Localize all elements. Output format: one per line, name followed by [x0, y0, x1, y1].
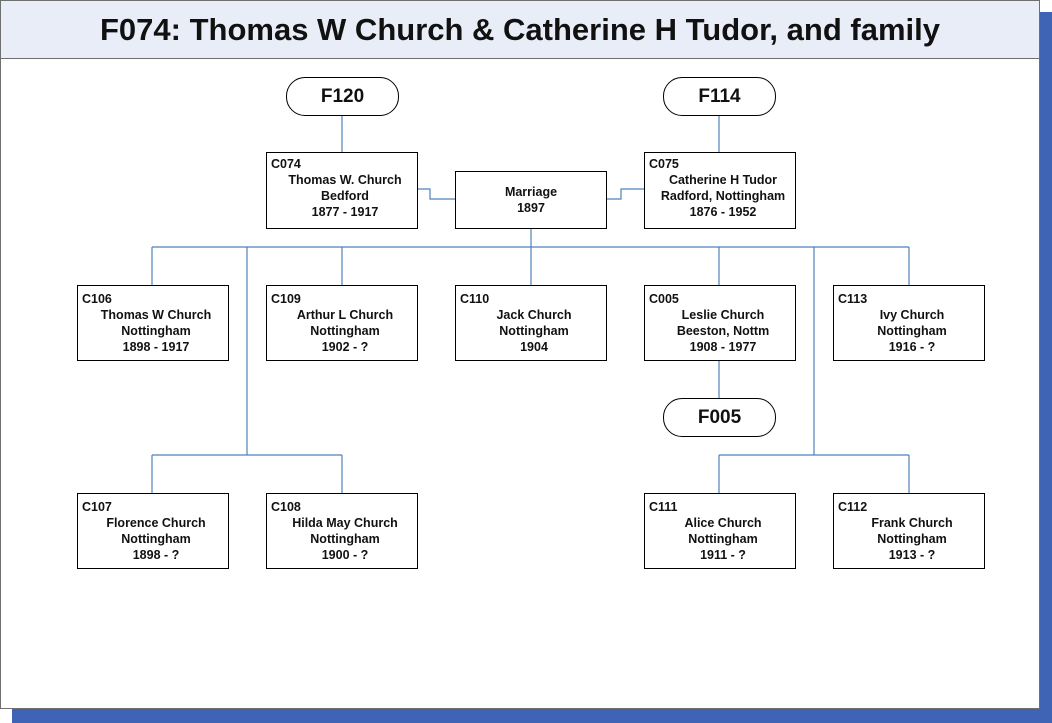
- person-name: Leslie Church: [681, 308, 765, 322]
- marriage-year: 1897: [517, 201, 545, 215]
- person-dates: 1908 - 1977: [689, 340, 757, 354]
- person-place: Nottingham: [121, 532, 191, 546]
- person-name: Thomas W Church: [100, 308, 212, 322]
- person-id: C111: [649, 500, 678, 514]
- person-name: Ivy Church: [879, 308, 945, 322]
- person-dates: 1877 - 1917: [311, 205, 379, 219]
- person-box-c112[interactable]: C112 Frank Church Nottingham 1913 - ?: [833, 493, 985, 569]
- person-box-c108[interactable]: C108 Hilda May Church Nottingham 1900 - …: [266, 493, 418, 569]
- person-id: C106: [82, 292, 112, 306]
- person-place: Nottingham: [688, 532, 758, 546]
- person-box-c106[interactable]: C106 Thomas W Church Nottingham 1898 - 1…: [77, 285, 229, 361]
- person-name: Alice Church: [684, 516, 762, 530]
- person-id: C074: [271, 157, 301, 171]
- person-box-c107[interactable]: C107 Florence Church Nottingham 1898 - ?: [77, 493, 229, 569]
- person-place: Bedford: [321, 189, 369, 203]
- person-dates: 1900 - ?: [321, 548, 369, 562]
- person-place: Radford, Nottingham: [660, 189, 786, 203]
- connector-lines: [151, 115, 910, 493]
- person-dates: 1876 - 1952: [689, 205, 757, 219]
- marriage-box[interactable]: Marriage 1897: [455, 171, 607, 229]
- person-dates: 1911 - ?: [700, 548, 746, 562]
- person-name: Frank Church: [871, 516, 953, 530]
- person-name: Arthur L Church: [296, 308, 394, 322]
- person-id: C108: [271, 500, 301, 514]
- connector-father-marriage: [417, 188, 456, 200]
- person-dates: 1916 - ?: [888, 340, 936, 354]
- person-dates: 1904: [520, 340, 548, 354]
- person-name: Jack Church: [496, 308, 572, 322]
- person-name: Thomas W. Church: [288, 173, 402, 187]
- person-id: C110: [460, 292, 490, 306]
- diagram-page: F074: Thomas W Church & Catherine H Tudo…: [0, 0, 1040, 709]
- person-box-c110[interactable]: C110 Jack Church Nottingham 1904: [455, 285, 607, 361]
- person-dates: 1898 - 1917: [122, 340, 190, 354]
- person-name: Catherine H Tudor: [668, 173, 778, 187]
- person-box-c113[interactable]: C113 Ivy Church Nottingham 1916 - ?: [833, 285, 985, 361]
- family-f120-pill[interactable]: F120: [286, 77, 399, 116]
- person-box-c005[interactable]: C005 Leslie Church Beeston, Nottm 1908 -…: [644, 285, 796, 361]
- person-box-c109[interactable]: C109 Arthur L Church Nottingham 1902 - ?: [266, 285, 418, 361]
- person-dates: 1902 - ?: [321, 340, 369, 354]
- person-place: Beeston, Nottm: [676, 324, 770, 338]
- page-title: F074: Thomas W Church & Catherine H Tudo…: [100, 11, 940, 47]
- person-place: Nottingham: [877, 532, 947, 546]
- family-f114-pill[interactable]: F114: [663, 77, 776, 116]
- person-name: Florence Church: [106, 516, 206, 530]
- person-id: C075: [649, 157, 679, 171]
- person-place: Nottingham: [121, 324, 191, 338]
- person-place: Nottingham: [310, 532, 380, 546]
- person-place: Nottingham: [499, 324, 569, 338]
- person-id: C005: [649, 292, 679, 306]
- person-box-c074[interactable]: C074 Thomas W. Church Bedford 1877 - 191…: [266, 152, 418, 229]
- person-id: C107: [82, 500, 112, 514]
- marriage-label: Marriage: [504, 185, 558, 199]
- person-place: Nottingham: [877, 324, 947, 338]
- person-place: Nottingham: [310, 324, 380, 338]
- person-id: C109: [271, 292, 301, 306]
- person-name: Hilda May Church: [292, 516, 398, 530]
- person-box-c075[interactable]: C075 Catherine H Tudor Radford, Nottingh…: [644, 152, 796, 229]
- person-id: C113: [838, 292, 868, 306]
- person-box-c111[interactable]: C111 Alice Church Nottingham 1911 - ?: [644, 493, 796, 569]
- title-bar: F074: Thomas W Church & Catherine H Tudo…: [1, 1, 1039, 59]
- person-dates: 1913 - ?: [888, 548, 936, 562]
- person-id: C112: [838, 500, 868, 514]
- person-dates: 1898 - ?: [132, 548, 180, 562]
- connector-mother-marriage: [606, 188, 645, 200]
- family-f005-pill[interactable]: F005: [663, 398, 776, 437]
